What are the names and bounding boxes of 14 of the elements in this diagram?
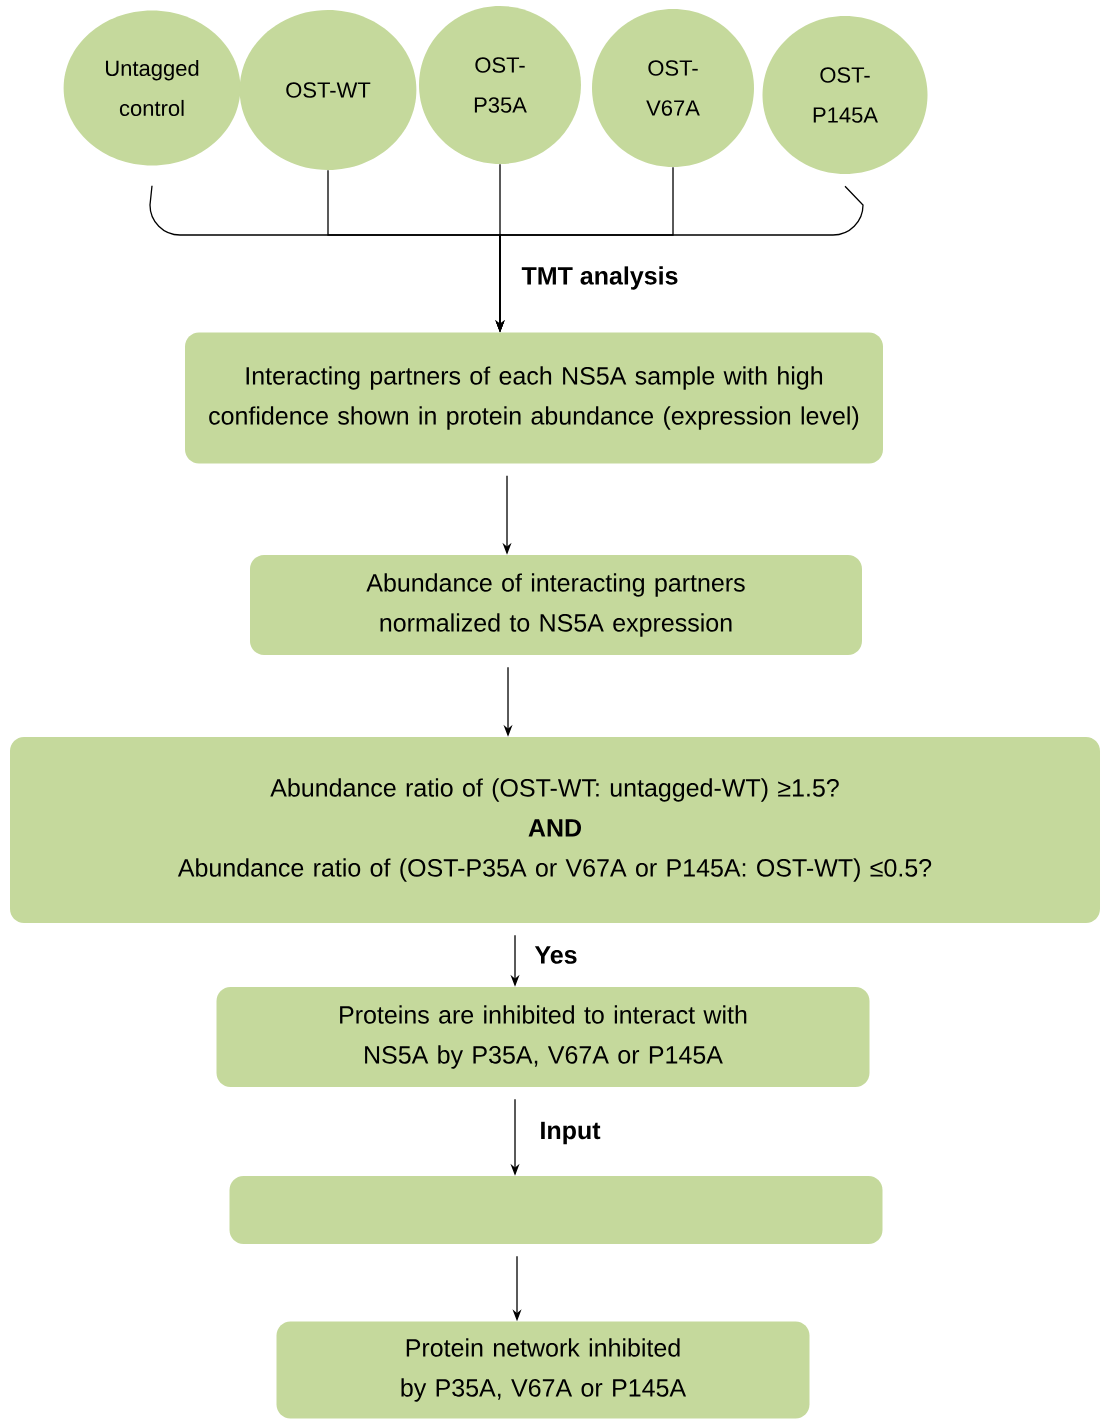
process-box: Abundance ratio of (OST-WT: untagged-WT) ≥1.5? AND Abundance ratio of (OST-P35A or V67A or P145A: OST-WT) ≤0.5? [10, 737, 1100, 923]
process-box: Protein network inhibited by P35A, V67A or P145A [276, 1321, 810, 1419]
process-box: Abundance of interacting partners normalized to NS5A expression [250, 555, 862, 655]
process-box: Interacting partners of each NS5A sample with high confidence shown in protein abundance (expression level) [185, 332, 883, 464]
circle-node: OST- P35A [419, 6, 581, 164]
edge-label: Input [538, 1120, 602, 1146]
circle-node: Untagged control [63, 10, 241, 166]
process-box: Proteins are inhibited to interact with NS5A by P35A, V67A or P145A [216, 987, 870, 1087]
edge-label: Yes [533, 945, 579, 965]
circle-node: OST- P145A [762, 16, 928, 174]
circle-node: OST- V67A [592, 9, 754, 167]
edge-label: TMT analysis [520, 265, 680, 291]
circle-node: OST-WT [239, 10, 417, 170]
empty-box [229, 1176, 883, 1244]
